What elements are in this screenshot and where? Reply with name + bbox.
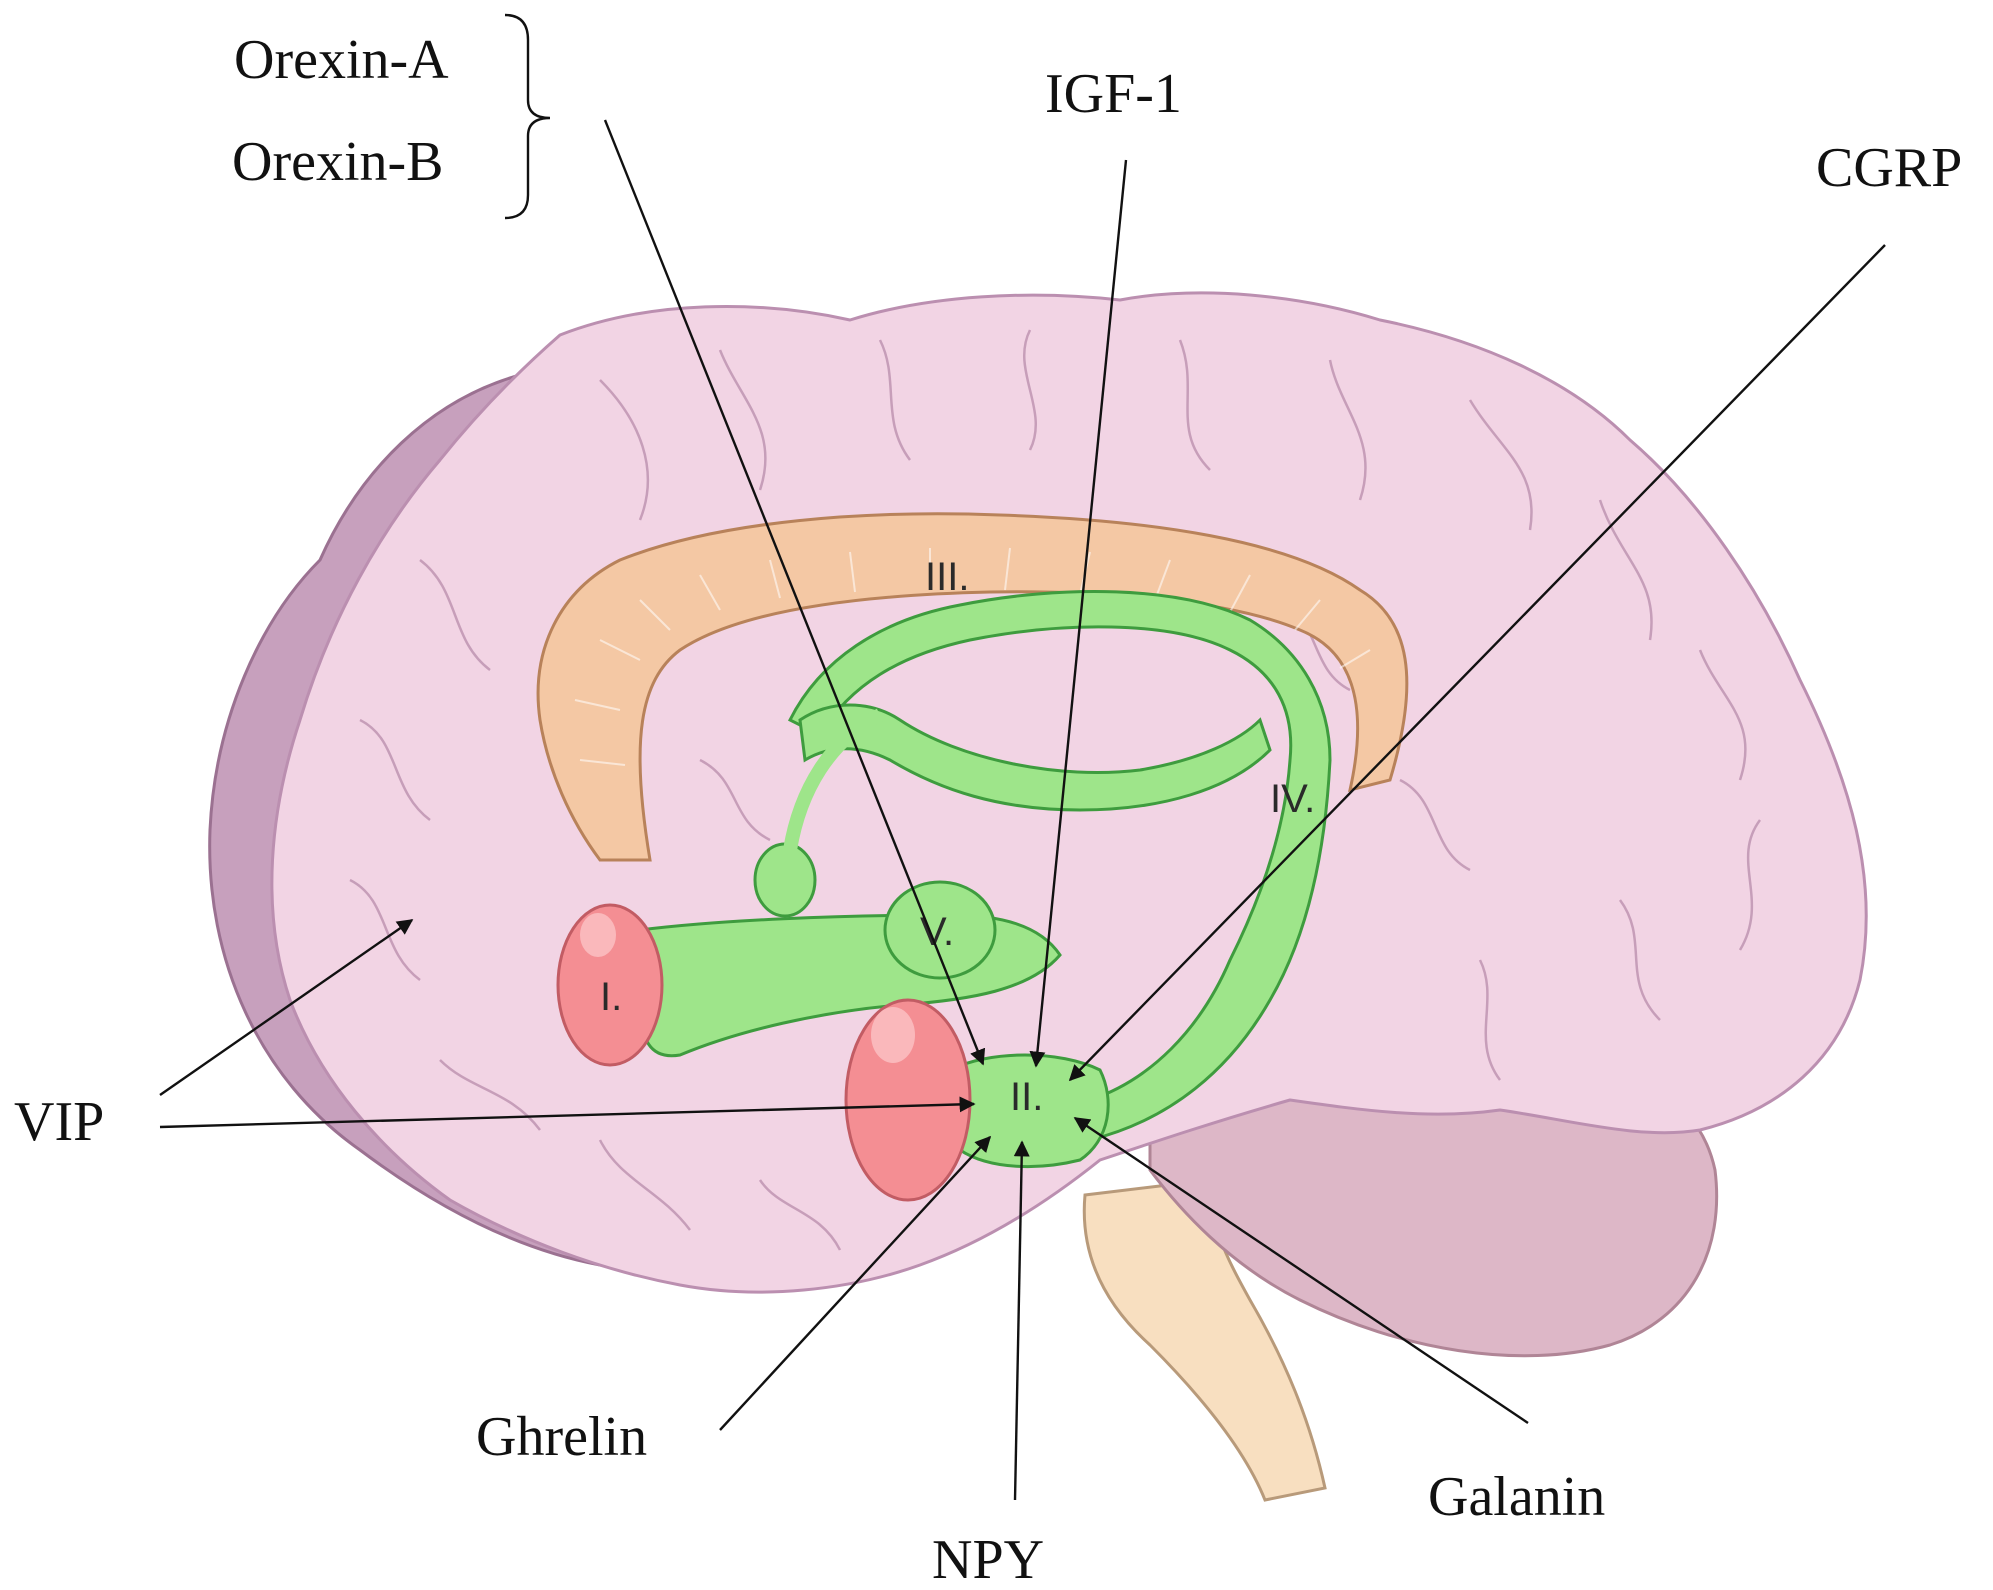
- label-orexin-a: Orexin-A: [234, 29, 449, 91]
- region-label-i: I.: [600, 975, 622, 1019]
- arrow-vip-lower: [159, 1096, 976, 1129]
- region-v-node: [883, 880, 997, 980]
- arrow-ghrelin: [719, 1135, 992, 1431]
- arrow-vip-upper: [159, 919, 414, 1096]
- arrow-npy: [1013, 1140, 1030, 1501]
- region-label-ii: II.: [1010, 1075, 1043, 1119]
- brainstem: [1082, 1178, 1327, 1502]
- callosum-striations: [574, 547, 1371, 766]
- region-label-iii: III.: [925, 555, 969, 599]
- arrow-igf1: [1029, 159, 1128, 1068]
- region-label-iv: IV.: [1270, 777, 1315, 821]
- label-ghrelin: Ghrelin: [476, 1406, 647, 1468]
- arrow-cgrp: [1068, 244, 1886, 1082]
- arrow-orexin: [603, 119, 986, 1066]
- label-igf1: IGF-1: [1045, 63, 1182, 125]
- label-galanin: Galanin: [1428, 1466, 1605, 1528]
- fornix: [787, 590, 1332, 1142]
- label-npy: NPY: [932, 1529, 1044, 1590]
- orexin-bracket: [504, 13, 551, 220]
- label-vip: VIP: [14, 1091, 104, 1153]
- label-orexin-b: Orexin-B: [232, 131, 444, 193]
- nodule-highlight: [580, 913, 616, 957]
- fornix-inner: [798, 703, 1272, 812]
- bulb-stalk: [783, 708, 884, 852]
- cortex-sulci: [349, 329, 1762, 1251]
- nodule-highlight: [871, 1007, 915, 1063]
- label-cgrp: CGRP: [1816, 137, 1962, 199]
- fornix-bulb: [753, 842, 817, 918]
- arrow-galanin: [1073, 1117, 1529, 1424]
